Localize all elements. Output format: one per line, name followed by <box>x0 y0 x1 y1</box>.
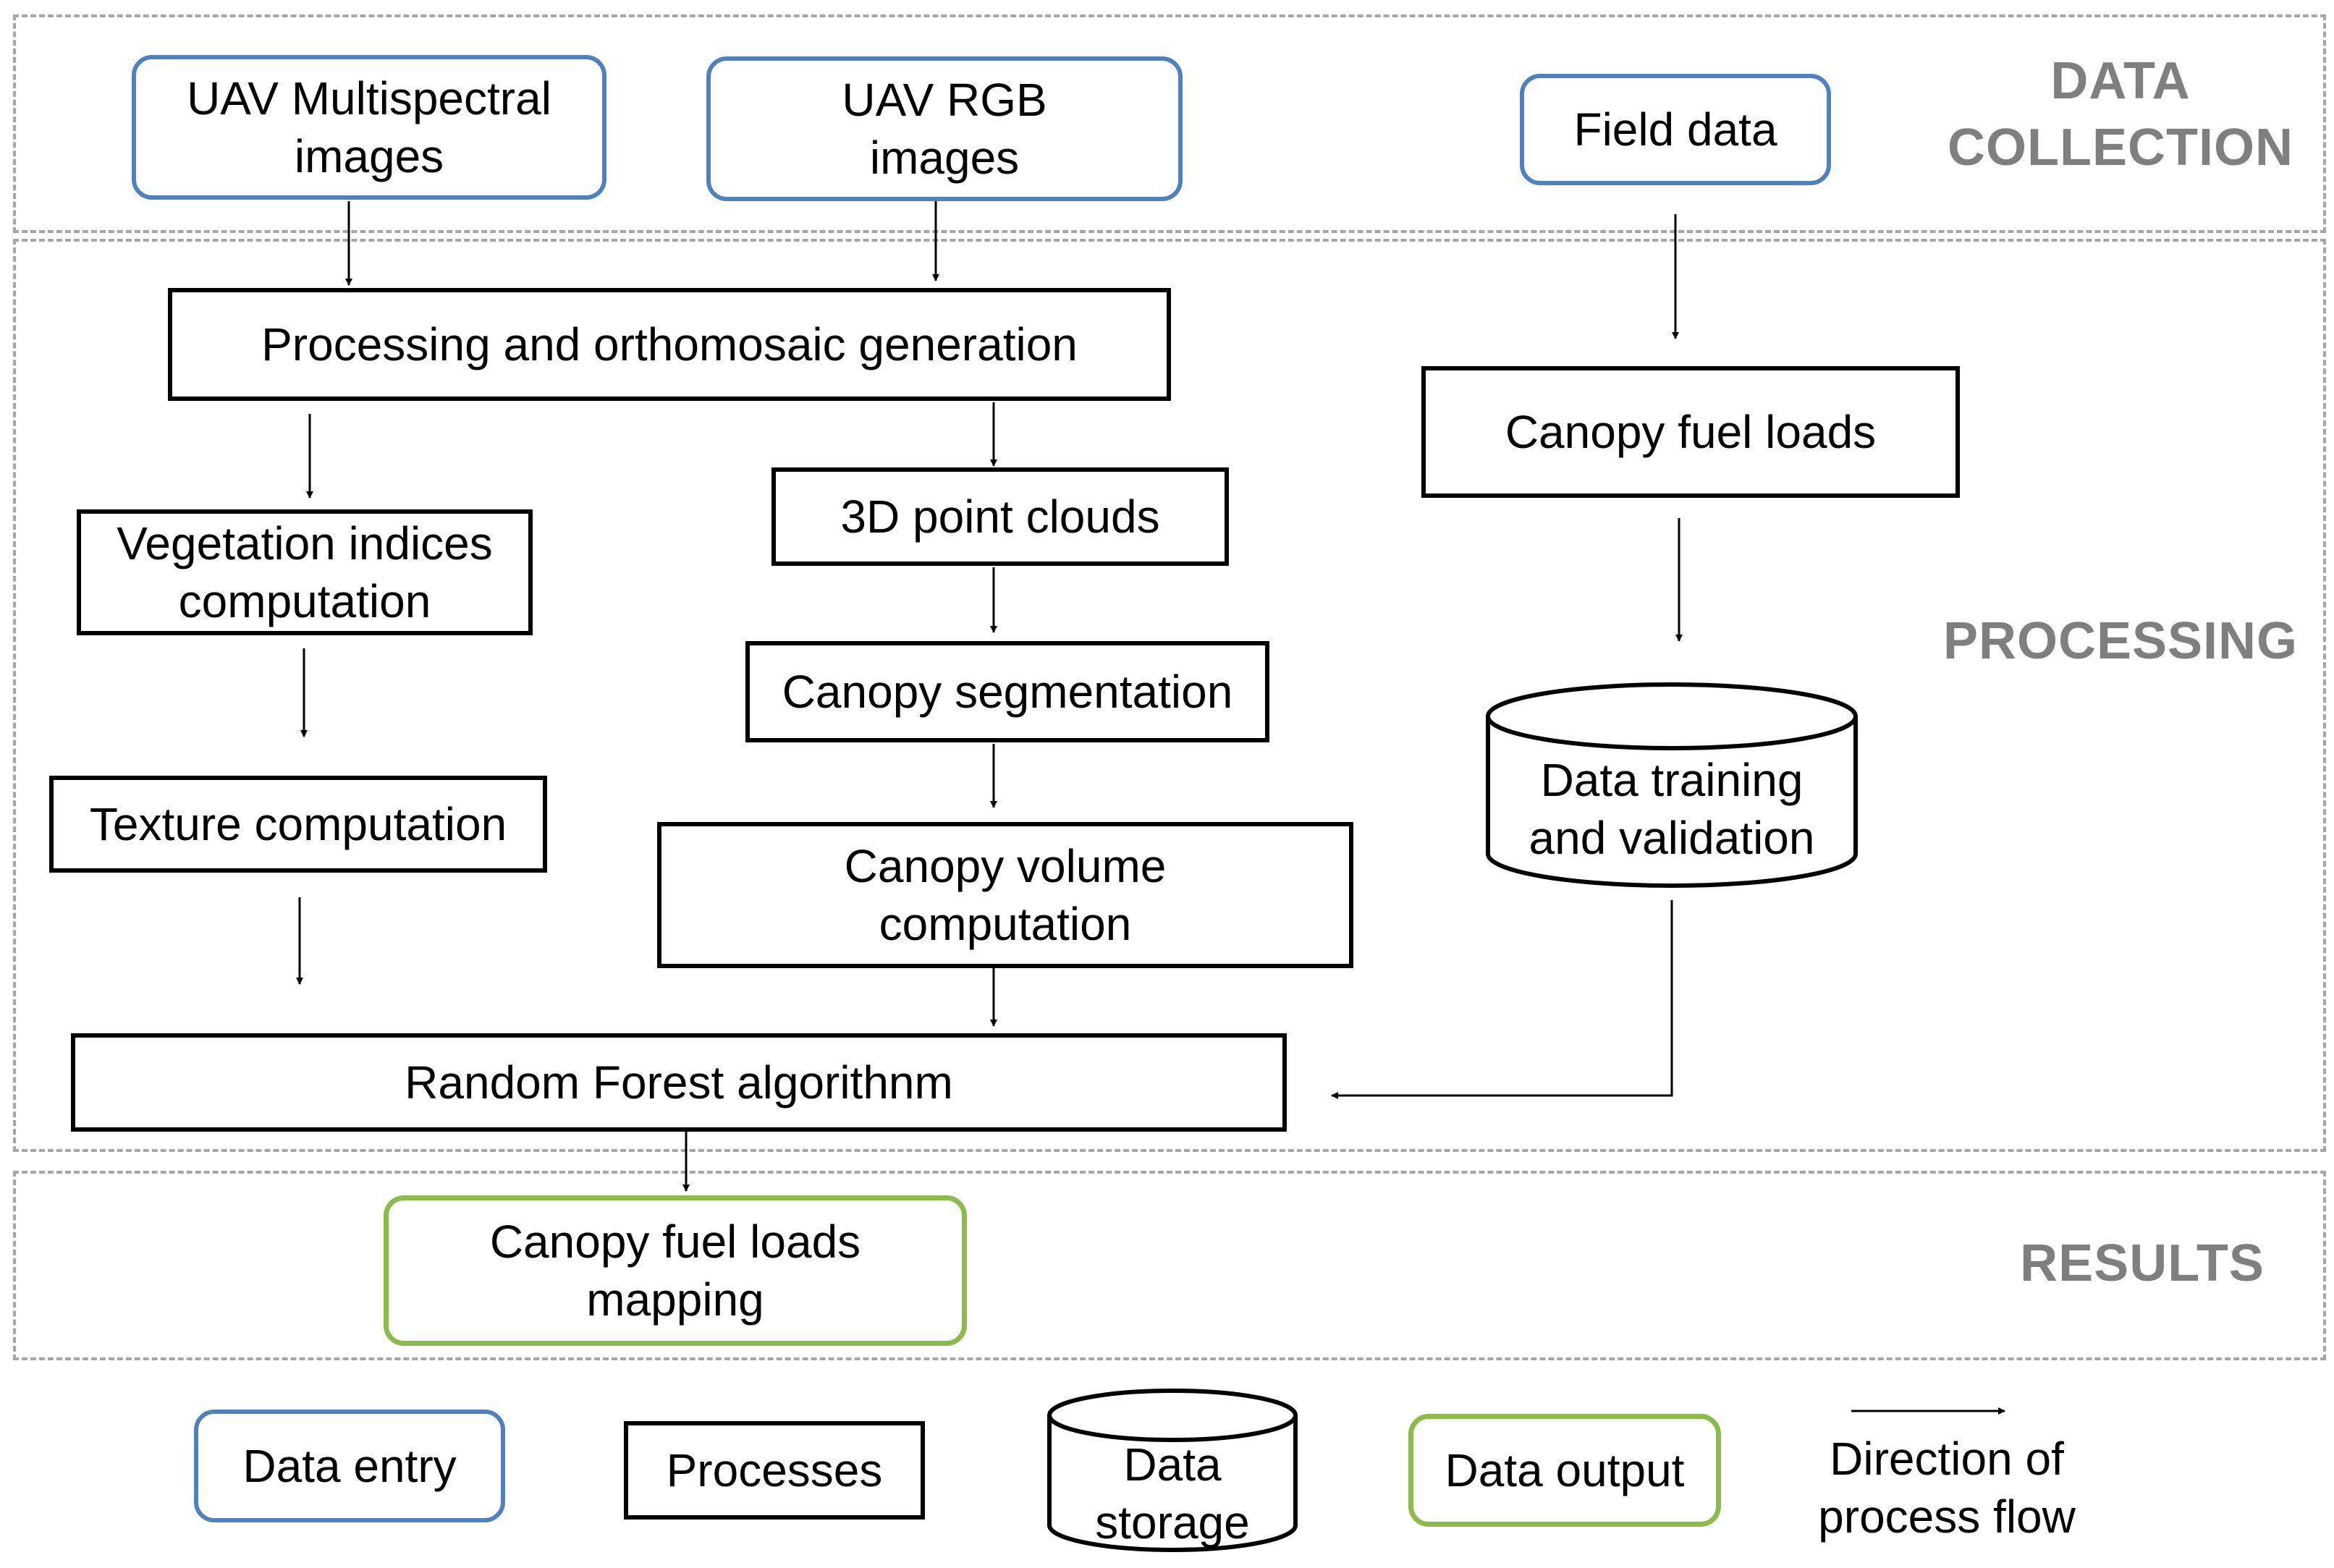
section-processing <box>13 239 2326 1152</box>
node-canopy-fuel-loads: Canopy fuel loads <box>1421 366 1960 498</box>
section-title-results: RESULTS <box>2020 1234 2265 1292</box>
legend-data-output: Data output <box>1408 1414 1721 1527</box>
node-vegetation-indices: Vegetation indices computation <box>77 509 533 635</box>
legend-direction-label: Direction of process flow <box>1818 1433 2076 1543</box>
section-data-collection <box>13 14 2326 233</box>
node-uav-rgb-images: UAV RGB images <box>706 56 1183 201</box>
data-training-label: Data training and validation <box>1528 754 1815 864</box>
node-data-training-validation: Data training and validation <box>1484 680 1860 890</box>
legend-data-storage-label: Data storage <box>1095 1438 1250 1548</box>
node-orthomosaic-generation: Processing and orthomosaic generation <box>168 288 1171 401</box>
node-canopy-fuel-loads-mapping: Canopy fuel loads mapping <box>384 1195 967 1346</box>
node-texture-computation: Texture computation <box>49 776 547 873</box>
node-random-forest: Random Forest algorithnm <box>71 1033 1287 1132</box>
section-title-processing: PROCESSING <box>1942 612 2299 670</box>
node-uav-multispectral-images: UAV Multispectral images <box>132 55 606 200</box>
legend-data-entry: Data entry <box>194 1410 505 1522</box>
legend-data-storage: Data storage <box>1045 1386 1300 1554</box>
node-canopy-segmentation: Canopy segmentation <box>745 641 1269 742</box>
legend-processes: Processes <box>624 1421 925 1520</box>
node-field-data: Field data <box>1520 74 1831 185</box>
section-title-data-collection: DATA COLLECTION <box>1948 52 2293 177</box>
node-3d-point-clouds: 3D point clouds <box>771 467 1229 566</box>
section-results <box>13 1171 2326 1360</box>
node-canopy-volume: Canopy volume computation <box>657 822 1353 968</box>
